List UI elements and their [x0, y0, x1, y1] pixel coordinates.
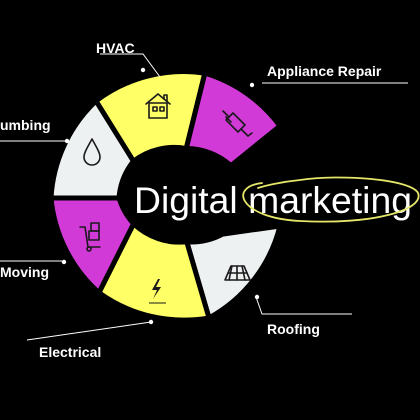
center-title: Digital marketing: [134, 180, 412, 221]
segment-labels: HVAC Appliance Repair Roofing Electrical…: [0, 40, 382, 360]
label-electrical: Electrical: [39, 344, 101, 360]
ring: [48, 69, 284, 323]
segment-moving: [48, 195, 137, 297]
segment-appliance-repair: [183, 69, 284, 169]
water-drop-icon: [83, 138, 101, 166]
segment-roofing: [183, 223, 284, 322]
hand-truck-icon: [79, 222, 101, 252]
segment-plumbing: [48, 97, 137, 201]
leader-dots: [61, 67, 260, 325]
label-hvac: HVAC: [96, 40, 135, 56]
house-icon: [145, 93, 171, 119]
highlight-circle: [242, 176, 420, 223]
leader-lines: [0, 53, 408, 341]
label-roofing: Roofing: [267, 321, 320, 337]
roof-tiles-icon: [224, 265, 251, 281]
segment-icons: [79, 93, 253, 281]
lightning-bolt-icon: [149, 279, 166, 304]
label-plumbing: umbing: [0, 117, 51, 133]
plug-icon: [222, 110, 253, 137]
label-appliance-repair: Appliance Repair: [267, 63, 382, 79]
label-moving: Moving: [0, 264, 49, 280]
